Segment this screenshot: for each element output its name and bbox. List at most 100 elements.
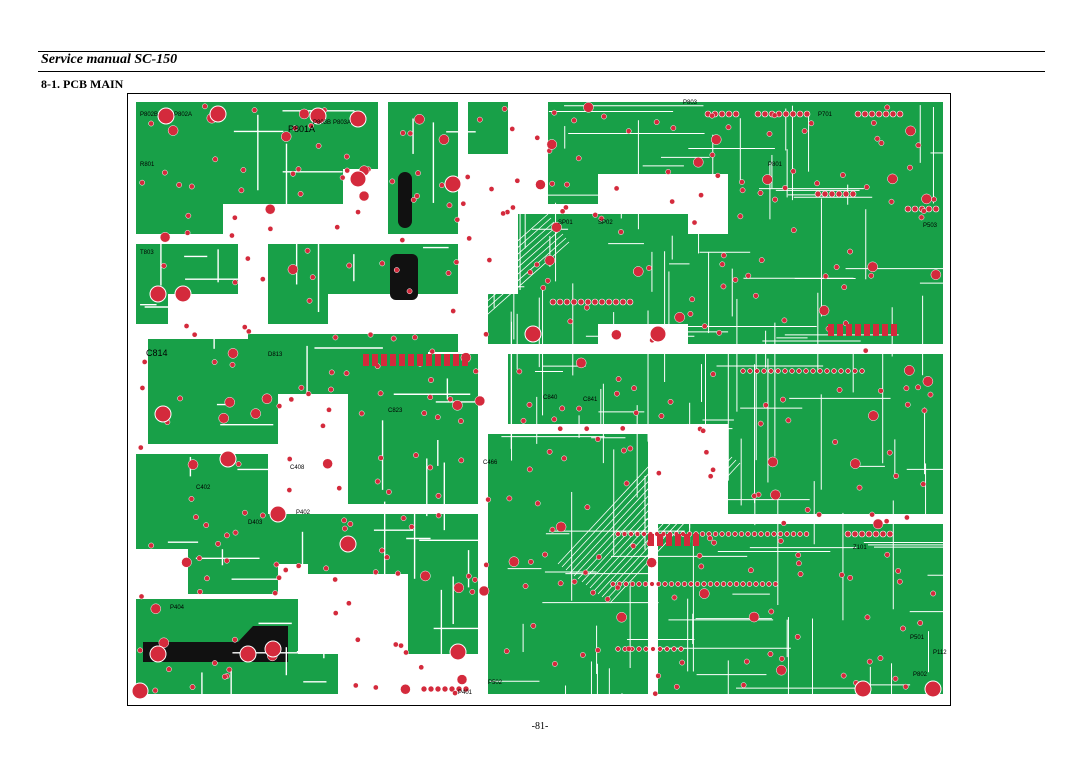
power-pad bbox=[174, 285, 192, 303]
pad bbox=[930, 590, 937, 597]
pad bbox=[878, 140, 885, 146]
pad bbox=[633, 266, 644, 277]
power-pad bbox=[349, 110, 367, 128]
pad bbox=[671, 594, 678, 601]
power-pad bbox=[209, 105, 227, 123]
pad bbox=[870, 120, 877, 126]
pad bbox=[596, 554, 602, 560]
pad bbox=[184, 230, 191, 236]
silkscreen-label: T803 bbox=[140, 250, 154, 256]
pad bbox=[148, 542, 155, 549]
pad bbox=[862, 347, 869, 354]
pad bbox=[762, 402, 769, 408]
pad bbox=[549, 180, 556, 187]
pad bbox=[224, 532, 230, 539]
pad bbox=[235, 461, 242, 467]
silkscreen-label: C402 bbox=[196, 485, 211, 491]
ic-pad bbox=[693, 534, 699, 546]
pad bbox=[328, 386, 334, 393]
pad bbox=[197, 588, 203, 595]
pad bbox=[777, 531, 784, 537]
pad bbox=[181, 557, 192, 568]
pad bbox=[292, 125, 298, 131]
pad bbox=[725, 531, 732, 537]
silkscreen-label: SP02 bbox=[598, 220, 613, 226]
pad bbox=[767, 651, 774, 657]
ic-pad bbox=[426, 354, 432, 366]
pad bbox=[469, 589, 476, 595]
pad bbox=[628, 531, 634, 537]
pad bbox=[614, 584, 621, 591]
pad bbox=[780, 520, 787, 526]
pad bbox=[828, 190, 836, 198]
pad bbox=[418, 664, 425, 671]
manual-title: Service manual SC-150 bbox=[41, 52, 178, 67]
pad bbox=[167, 125, 179, 136]
pad bbox=[693, 156, 704, 168]
pad bbox=[187, 459, 199, 470]
pad bbox=[757, 420, 764, 427]
pad bbox=[488, 186, 495, 192]
pad bbox=[841, 284, 848, 291]
pad bbox=[464, 174, 471, 180]
ic-pad bbox=[390, 354, 396, 366]
diagonal-bus-trace bbox=[589, 447, 721, 589]
power-pad bbox=[131, 682, 149, 700]
pad bbox=[414, 114, 425, 125]
pad bbox=[650, 646, 656, 652]
pad bbox=[563, 204, 569, 211]
pad bbox=[204, 575, 210, 582]
pad bbox=[358, 410, 365, 417]
pad bbox=[772, 581, 779, 587]
diagonal-bus-trace bbox=[557, 423, 689, 565]
pad bbox=[534, 500, 541, 507]
pad bbox=[673, 683, 680, 690]
ic-pad bbox=[444, 354, 450, 366]
ic-pad bbox=[873, 324, 879, 336]
pad bbox=[868, 110, 876, 118]
pad bbox=[892, 675, 899, 682]
pad bbox=[290, 170, 296, 177]
pad bbox=[917, 620, 924, 626]
pad bbox=[452, 400, 463, 411]
power-pad bbox=[149, 645, 167, 663]
pad bbox=[790, 531, 797, 537]
ic-pad bbox=[453, 354, 459, 366]
pad bbox=[900, 625, 906, 632]
pad bbox=[658, 413, 665, 419]
pad bbox=[623, 581, 629, 587]
diagonal-bus-trace bbox=[565, 429, 697, 571]
pad bbox=[571, 117, 577, 124]
pad bbox=[546, 448, 553, 455]
pad bbox=[631, 385, 637, 392]
pad bbox=[796, 368, 802, 374]
diagonal-bus-trace bbox=[569, 432, 701, 574]
pad bbox=[223, 557, 230, 564]
pad bbox=[688, 581, 694, 587]
pad bbox=[614, 390, 620, 397]
pad bbox=[378, 455, 384, 461]
copper-pour bbox=[488, 434, 648, 694]
pad bbox=[832, 439, 838, 445]
pad bbox=[544, 255, 556, 266]
pad bbox=[372, 569, 379, 575]
pad bbox=[858, 530, 866, 538]
copper-pour bbox=[136, 102, 378, 234]
pad bbox=[646, 557, 657, 568]
pad bbox=[636, 581, 642, 587]
pad bbox=[346, 262, 353, 269]
pad bbox=[546, 139, 558, 150]
pad bbox=[748, 611, 760, 623]
pad bbox=[874, 135, 881, 142]
pad bbox=[232, 636, 238, 643]
header-rule-bottom bbox=[38, 71, 1045, 72]
pad bbox=[649, 581, 655, 587]
pad bbox=[386, 489, 392, 495]
silkscreen-label: D403 bbox=[248, 520, 263, 526]
pad bbox=[842, 190, 850, 198]
power-pad bbox=[649, 325, 667, 343]
pad bbox=[527, 269, 534, 276]
pad bbox=[922, 376, 934, 387]
pad bbox=[754, 110, 762, 118]
